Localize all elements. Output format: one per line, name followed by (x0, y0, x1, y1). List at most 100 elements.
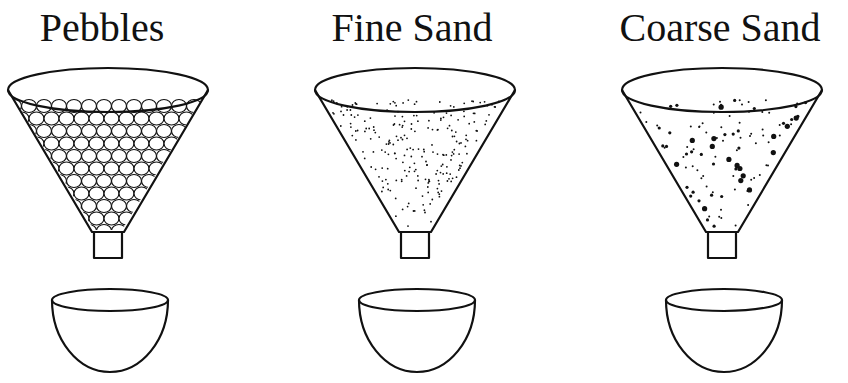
sand-grain (429, 203, 431, 205)
sand-grain (370, 138, 372, 140)
sand-grain (779, 135, 781, 137)
sand-grain (350, 109, 352, 111)
pebble (82, 150, 97, 163)
sand-grain (435, 173, 437, 175)
pebble (164, 212, 179, 225)
pebble (127, 125, 142, 138)
sand-grain (740, 137, 742, 139)
pebble (7, 200, 22, 213)
sand-grain (735, 224, 737, 226)
pebble (104, 112, 119, 125)
pebble (44, 137, 59, 150)
pebble (157, 200, 172, 213)
sand-grain (484, 101, 486, 103)
pebble (149, 137, 164, 150)
sand-grain (739, 122, 741, 124)
sand-grain (735, 163, 740, 168)
sand-grain (414, 130, 416, 132)
pebble (97, 200, 112, 213)
sand-grain (368, 128, 370, 130)
pebble (74, 187, 89, 200)
sand-grain (723, 133, 726, 136)
pebble (202, 225, 217, 238)
sand-grain (692, 165, 694, 167)
sand-grain (484, 124, 486, 126)
sand-grain (685, 186, 688, 189)
pebble (119, 137, 134, 150)
sand-grain (413, 115, 415, 117)
sand-grain (741, 173, 746, 178)
funnel-label: Pebbles (40, 8, 164, 48)
sand-grain (674, 162, 679, 167)
sand-grain (373, 129, 375, 131)
sand-grain (460, 165, 462, 167)
sand-grain (394, 102, 396, 104)
sand-grain (458, 153, 460, 155)
sand-grain (427, 182, 429, 184)
sand-grain (446, 172, 448, 174)
sand-grain (690, 125, 692, 127)
sand-grain (425, 161, 427, 163)
sand-grain (702, 175, 704, 177)
sand-grain (402, 116, 404, 118)
sand-grain (720, 126, 722, 128)
sand-grain (675, 104, 678, 107)
sand-grain (401, 180, 403, 182)
sand-grain (463, 102, 465, 104)
sand-grain (665, 145, 668, 148)
pebble (202, 125, 217, 138)
sand-grain (414, 170, 416, 172)
pebble (119, 187, 134, 200)
sand-grain (690, 150, 693, 153)
pebble (52, 125, 67, 138)
sand-grain (402, 161, 404, 163)
pebble (194, 137, 209, 150)
sand-grain (700, 177, 702, 179)
sand-grain (381, 149, 383, 151)
sand-grain (447, 127, 449, 129)
sand-grain (782, 122, 785, 125)
sand-grain (407, 206, 409, 208)
sand-grain (381, 167, 383, 169)
sand-grain (726, 157, 731, 162)
sand-grain (699, 125, 701, 127)
sand-grain (424, 209, 426, 211)
sand-grain (771, 150, 776, 155)
sand-grain (409, 166, 411, 168)
pebble (29, 162, 44, 175)
sand-grain (352, 104, 354, 106)
sand-grain (750, 179, 752, 181)
sand-grain (448, 178, 450, 180)
pebble (112, 150, 127, 163)
sand-grain (426, 164, 428, 166)
sand-grain (734, 167, 737, 170)
sand-grain (692, 191, 695, 194)
sand-grain (442, 164, 444, 166)
fine-sand-fill (331, 99, 500, 227)
sand-grain (762, 128, 764, 130)
sand-grain (411, 123, 413, 125)
sand-grain (451, 130, 453, 132)
pebble (187, 200, 202, 213)
sand-grain (661, 144, 664, 147)
sand-grain (437, 129, 439, 131)
sand-grain (451, 155, 453, 157)
sand-grain (450, 105, 452, 107)
sand-grain (494, 106, 496, 108)
sand-grain (414, 103, 416, 105)
sand-grain (439, 196, 441, 198)
sand-grain (404, 170, 406, 172)
sand-grain (790, 123, 792, 125)
sand-grain (401, 126, 403, 128)
sand-grain (395, 105, 397, 107)
sand-grain (364, 120, 366, 122)
sand-grain (355, 139, 357, 141)
sand-grain (475, 130, 477, 132)
pebble (44, 212, 59, 225)
sand-grain (711, 136, 716, 141)
pebble (67, 225, 82, 238)
sand-grain (453, 149, 455, 151)
pebble (142, 225, 157, 238)
